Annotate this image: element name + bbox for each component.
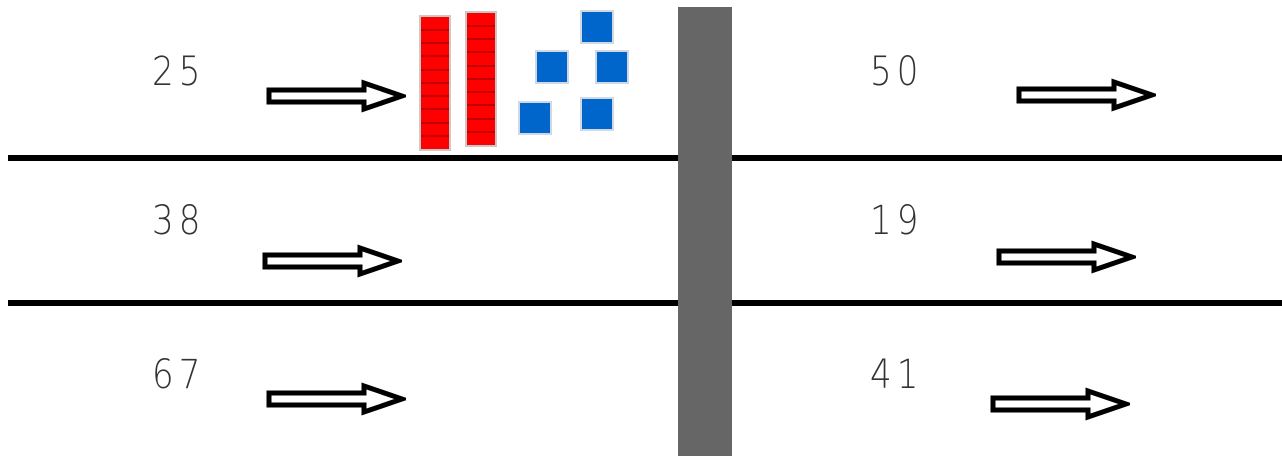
right-number-row-1: 50: [870, 52, 923, 92]
ten-rod-icon-1: [419, 15, 451, 151]
left-number-row-3: 67: [152, 355, 205, 395]
arrow-icon-right-row-3: [990, 387, 1130, 421]
unit-cube-icon-4: [580, 97, 614, 131]
arrow-icon-left-row-3: [266, 382, 406, 416]
row-divider-line-1: [8, 155, 1282, 161]
right-number-row-3: 41: [870, 355, 923, 395]
unit-cube-icon-3: [595, 50, 629, 84]
unit-cube-icon-1: [580, 10, 614, 44]
unit-cube-icon-5: [518, 101, 552, 135]
right-number-row-2: 19: [870, 201, 923, 241]
arrow-icon-left-row-2: [262, 244, 402, 278]
arrow-icon-left-row-1: [266, 79, 406, 113]
row-divider-line-2: [8, 300, 1282, 306]
ten-rod-icon-2: [465, 11, 497, 147]
left-number-row-1: 25: [152, 52, 205, 92]
arrow-icon-right-row-1: [1016, 78, 1156, 112]
center-divider: [678, 7, 732, 456]
unit-cube-icon-2: [535, 50, 569, 84]
arrow-icon-right-row-2: [996, 240, 1136, 274]
left-number-row-2: 38: [152, 201, 205, 241]
